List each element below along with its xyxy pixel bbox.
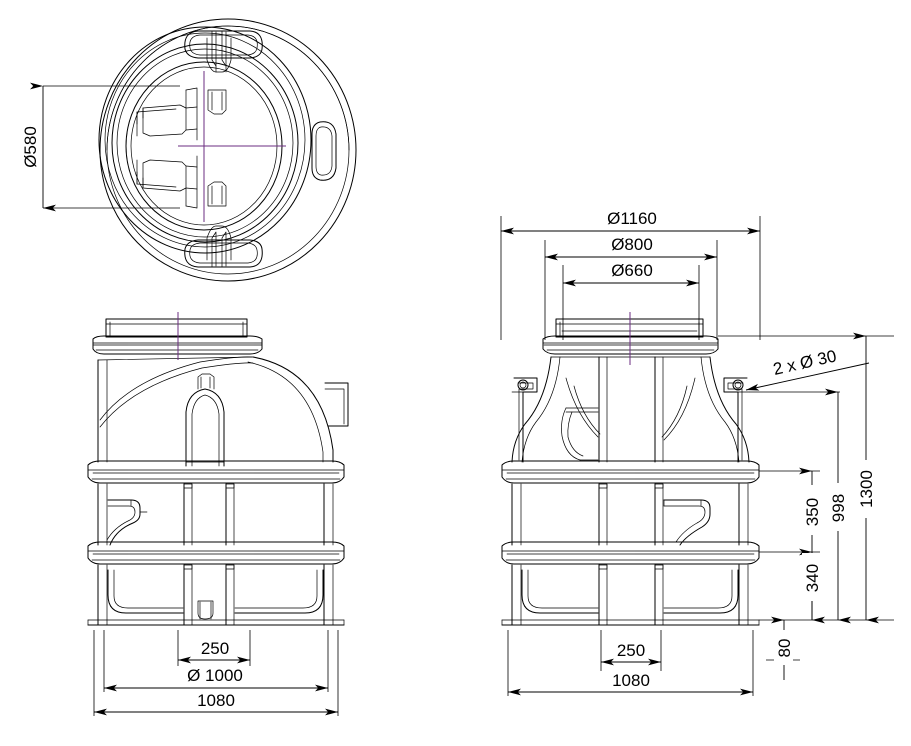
side-view-shoulders	[511, 356, 750, 463]
front-view-mid-flange	[87, 460, 345, 484]
dim-label-340: 340	[803, 564, 822, 592]
dim-800: Ø800	[544, 235, 718, 340]
top-view-group: Ø580	[21, 18, 357, 282]
side-view-scoop	[663, 499, 711, 546]
dim-label-250-right: 250	[617, 641, 645, 660]
dim-660: Ø660	[562, 261, 700, 340]
dim-label-800: Ø800	[611, 235, 653, 254]
dim-label-2x30: 2 x Ø 30	[771, 346, 838, 378]
side-view-section-ribs	[550, 356, 711, 463]
dim-label-660: Ø660	[611, 261, 653, 280]
dim-label-250-left: 250	[201, 639, 229, 658]
front-view-lower-flange	[87, 541, 345, 565]
dim-label-80: 80	[775, 639, 794, 658]
dim-label-1080-right: 1080	[612, 671, 650, 690]
side-view-inner-dome	[561, 377, 696, 461]
dim-1160: Ø1160	[500, 209, 761, 340]
top-view-lug-top	[184, 30, 263, 73]
side-view-group: Ø1160 Ø800 Ø660 2 x Ø 30	[500, 209, 894, 696]
dim-250-left: 250	[177, 630, 251, 672]
dim-label-350: 350	[803, 498, 822, 526]
side-view-mid-flange	[501, 460, 760, 484]
dim-1080-left: 1080	[93, 630, 339, 716]
dim-340: 340	[799, 548, 822, 620]
dim-350: 350	[799, 467, 825, 624]
dim-label-1000: Ø 1000	[187, 666, 243, 685]
front-view-bottom-skirt	[87, 564, 345, 626]
hole-d30-right	[732, 379, 744, 391]
top-view-internal-ribs	[136, 87, 227, 209]
dim-label-1160: Ø1160	[607, 209, 657, 228]
front-view-lift-handle	[185, 373, 225, 467]
side-view-bottom-skirt	[501, 564, 760, 626]
dim-label-1300: 1300	[857, 470, 876, 508]
dim-998: 998	[825, 388, 851, 624]
front-view-mid-ribs	[97, 483, 334, 546]
dim-1000: Ø 1000	[103, 630, 329, 692]
top-view-outer-rim	[99, 18, 357, 282]
front-view-group: 250 Ø 1000 1080	[87, 312, 349, 716]
top-view-body-ring	[98, 26, 312, 254]
top-view-lug-right	[311, 121, 337, 181]
dim-2x30: 2 x Ø 30	[745, 346, 870, 391]
side-view-lug-right	[723, 377, 750, 463]
dim-1080-right: 1080	[507, 630, 754, 696]
side-view-mid-ribs	[511, 483, 749, 546]
top-view-centerlines	[178, 71, 286, 222]
dim-label-1080-left: 1080	[197, 691, 235, 710]
front-view-neck	[105, 318, 248, 338]
dim-d580: Ø580	[21, 82, 180, 212]
dim-1300: 1300	[853, 332, 879, 624]
top-view-lug-bottom	[184, 225, 263, 268]
side-view-lower-flange	[501, 541, 760, 565]
dim-80: 80	[771, 616, 794, 680]
front-view-scoop	[106, 499, 148, 546]
side-view-lug-left	[511, 377, 538, 463]
front-view-dome	[97, 356, 349, 463]
dim-label-d580: Ø580	[21, 126, 40, 168]
dim-250-right: 250	[600, 630, 662, 672]
dim-label-998: 998	[829, 494, 848, 522]
